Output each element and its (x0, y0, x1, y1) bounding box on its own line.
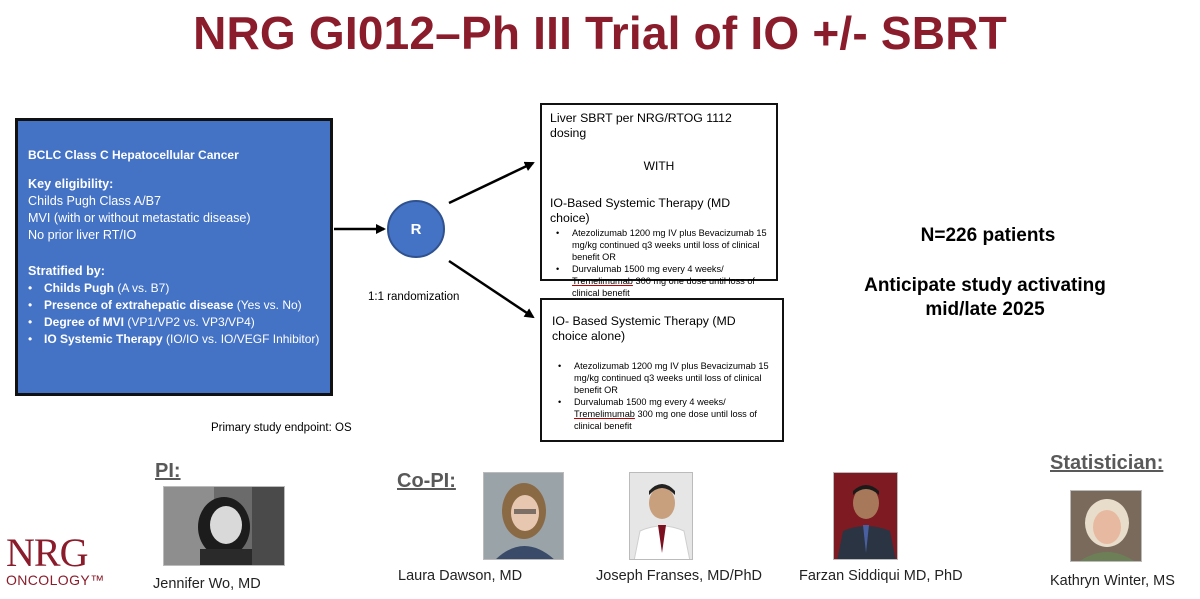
arrow-to-arm2 (448, 259, 535, 319)
strat-item: Childs Pugh (A vs. B7) (28, 280, 320, 297)
arm2-box: IO- Based Systemic Therapy (MD choice al… (540, 298, 784, 442)
randomization-label: 1:1 randomization (368, 291, 460, 303)
key-eligibility-item: No prior liver RT/IO (28, 228, 137, 242)
arm1-therapy-heading: IO-Based Systemic Therapy (MD choice) (550, 196, 731, 225)
activation-note: Anticipate study activating mid/late 202… (864, 275, 1106, 320)
pi-name: Jennifer Wo, MD (153, 576, 261, 592)
copi1-photo (483, 472, 564, 560)
primary-endpoint: Primary study endpoint: OS (211, 422, 352, 434)
stratified-heading: Stratified by: (28, 264, 105, 278)
statistician-role-label: Statistician: (1050, 452, 1164, 474)
strat-item: Degree of MVI (VP1/VP2 vs. VP3/VP4) (28, 314, 320, 331)
disease-label: BCLC Class C Hepatocellular Cancer (28, 148, 239, 162)
arm1-box: Liver SBRT per NRG/RTOG 1112 dosing WITH… (540, 103, 778, 298)
nrg-oncology-logo: NRG ONCOLOGY™ (6, 530, 105, 589)
eligibility-box: BCLC Class C Hepatocellular Cancer Key e… (15, 118, 333, 396)
arm1-bullet: Atezolizumab 1200 mg IV plus Bevacizumab… (550, 227, 768, 263)
pi-photo (163, 486, 285, 566)
copi2-name: Joseph Franses, MD/PhD (596, 568, 763, 584)
copi2-photo (629, 472, 693, 560)
key-eligibility-item: Childs Pugh Class A/B7 (28, 194, 162, 208)
arm1-bullet: Durvalumab 1500 mg every 4 weeks/Tremeli… (550, 263, 768, 299)
pi-role-label: PI: (155, 460, 181, 482)
arrow-to-arm1 (448, 161, 535, 205)
strat-item: IO Systemic Therapy (IO/IO vs. IO/VEGF I… (28, 331, 320, 348)
patient-count: N=226 patients (920, 225, 1056, 246)
copi1-name: Laura Dawson, MD (398, 568, 523, 584)
copi3-name: Farzan Siddiqui MD, PhD (799, 568, 963, 584)
copi3-photo (833, 472, 898, 560)
arm2-bullet: Atezolizumab 1200 mg IV plus Bevacizumab… (552, 360, 772, 396)
arm1-with: WITH (643, 159, 675, 173)
statistician-name: Kathryn Winter, MS (1050, 573, 1175, 589)
strat-item: Presence of extrahepatic disease (Yes vs… (28, 297, 320, 314)
randomization-circle: R (387, 200, 445, 258)
copi-role-label: Co-PI: (397, 470, 456, 492)
arm2-heading: IO- Based Systemic Therapy (MD choice al… (552, 314, 736, 343)
stratification-list: Childs Pugh (A vs. B7) Presence of extra… (28, 280, 320, 348)
arm2-bullet: Durvalumab 1500 mg every 4 weeks/Tremeli… (552, 396, 772, 432)
key-eligibility-heading: Key eligibility: (28, 177, 114, 191)
slide-title: NRG GI012–Ph III Trial of IO +/- SBRT (193, 7, 1007, 59)
statistician-photo (1070, 490, 1142, 562)
key-eligibility-item: MVI (with or without metastatic disease) (28, 211, 251, 225)
arm1-heading: Liver SBRT per NRG/RTOG 1112 dosing (550, 111, 732, 140)
